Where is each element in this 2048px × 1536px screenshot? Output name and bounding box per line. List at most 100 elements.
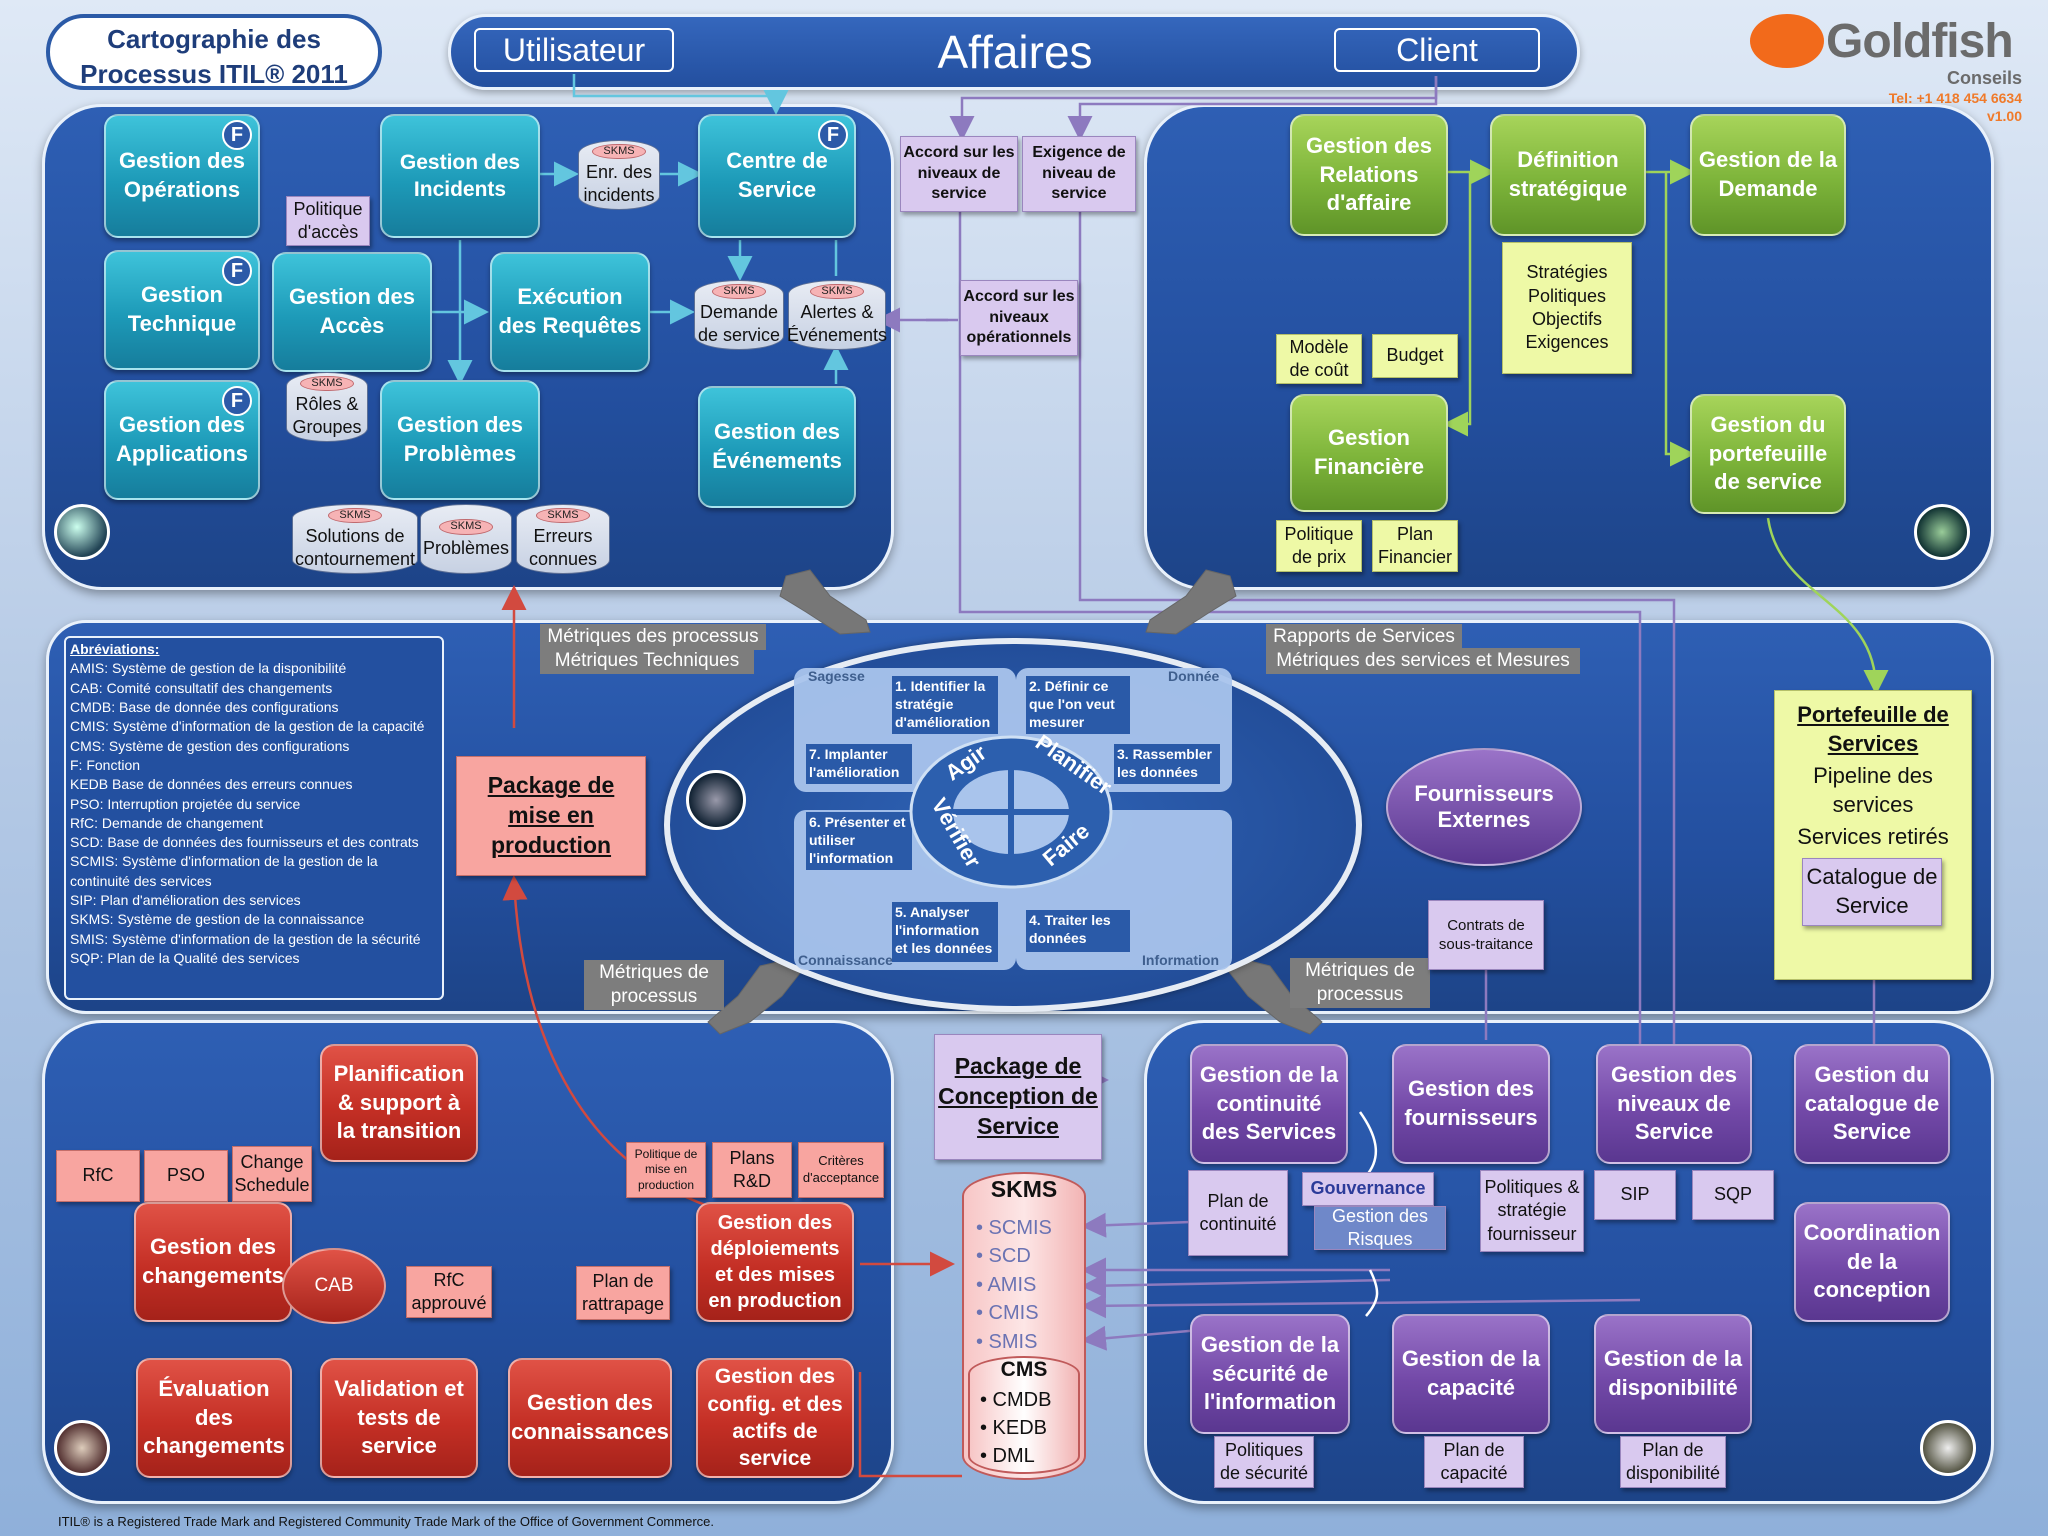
sla-note: Accord sur les niveaux de service [900,136,1018,212]
cms-items: • CMDB • KEDB • DML [980,1389,1052,1467]
transition-planning-box[interactable]: Planification & support à la transition [320,1044,478,1162]
backout-plan-note: Plan de rattrapage [576,1266,670,1320]
continuity-plan-note: Plan de continuité [1188,1170,1288,1256]
continuity-management-box[interactable]: Gestion de la continuité des Services [1190,1044,1348,1164]
demand-management-box[interactable]: Gestion de la Demande [1690,114,1846,236]
security-policies-note: Politiques de sécurité [1214,1436,1314,1488]
incident-management-box[interactable]: Gestion des Incidents [380,114,540,238]
csi-step-5: 5. Analyser l'information et les données [892,902,998,962]
cms-database [968,1356,1080,1474]
service-portfolio-management-box[interactable]: Gestion du portefeuille de service [1690,394,1846,514]
client-label: Client [1334,28,1540,72]
service-metrics-label: Métriques des services et Mesures [1266,648,1580,674]
capacity-plan-note: Plan de capacité [1424,1436,1524,1488]
rd-plans-note: Plans R&D [712,1142,792,1198]
knowledge-label: Connaissance [798,952,893,968]
release-package-note: Package de mise en production [456,756,646,876]
business-relationship-box[interactable]: Gestion des Relations d'affaire [1290,114,1448,236]
coral-image [54,1420,110,1476]
function-marker-icon: F [222,256,252,286]
function-marker-icon: F [818,120,848,150]
jellyfish-image [54,504,110,560]
data-label: Donnée [1168,668,1220,684]
cab-oval[interactable]: CAB [282,1248,386,1324]
csi-step-6: 6. Présenter et utiliser l'information [806,812,912,870]
security-management-box[interactable]: Gestion de la sécurité de l'information [1190,1314,1350,1434]
business-bar [448,14,1580,90]
logo-tel: Tel: +1 418 454 6634 [1888,90,2022,106]
process-metrics-left-label: Métriques de processus [584,960,724,1010]
change-evaluation-box[interactable]: Évaluation des changements [136,1358,292,1478]
budget-note: Budget [1372,334,1458,378]
nautilus-image [1920,1420,1976,1476]
abbreviations-box: Abréviations: AMIS: Système de gestion d… [64,636,444,1000]
csi-step-7: 7. Implanter l'amélioration [806,744,912,784]
service-validation-box[interactable]: Validation et tests de service [320,1358,478,1478]
leaf-image [1914,504,1970,560]
information-label: Information [1142,952,1219,968]
supplier-management-box[interactable]: Gestion des fournisseurs [1392,1044,1550,1164]
process-metrics-label: Métriques des processus [540,624,766,650]
request-fulfilment-box[interactable]: Exécution des Requêtes [490,252,650,372]
goldfish-logo: Goldfish Conseils Tel: +1 418 454 6634 v… [1748,10,2028,130]
service-design-package-note: Package de Conception de Service [934,1034,1102,1160]
business-label: Affaires [937,26,1093,78]
knowledge-management-box[interactable]: Gestion des connaissances [508,1358,672,1478]
csi-step-1: 1. Identifier la stratégie d'amélioratio… [892,676,998,734]
availability-management-box[interactable]: Gestion de la disponibilité [1594,1314,1752,1434]
pso-note: PSO [144,1150,228,1202]
logo-brand: Goldfish [1826,15,2014,68]
risk-management-note: Gestion des Risques [1314,1206,1446,1250]
acceptance-criteria-note: Critères d'acceptance [798,1142,884,1198]
service-reports-label: Rapports de Services [1266,624,1462,650]
service-level-management-box[interactable]: Gestion des niveaux de Service [1596,1044,1752,1164]
design-coordination-box[interactable]: Coordination de la conception [1794,1202,1950,1322]
cost-model-note: Modèle de coût [1276,334,1362,384]
slr-note: Exigence de niveau de service [1022,136,1136,212]
capacity-management-box[interactable]: Gestion de la capacité [1392,1314,1550,1434]
strategy-definition-box[interactable]: Définition stratégique [1490,114,1646,236]
access-policy-note: Politique d'accès [286,196,370,246]
logo-version: v1.00 [1986,108,2022,124]
event-management-box[interactable]: Gestion des Événements [698,386,856,508]
trademark-footer: ITIL® is a Registered Trade Mark and Reg… [58,1514,714,1529]
cms-title: CMS [1000,1358,1048,1381]
problem-management-box[interactable]: Gestion des Problèmes [380,380,540,500]
rfc-note: RfC [56,1150,140,1202]
user-label: Utilisateur [474,28,674,72]
starfish-image [686,770,746,830]
change-management-box[interactable]: Gestion des changements [134,1202,292,1322]
strategies-note: Stratégies Politiques Objectifs Exigence… [1502,242,1632,374]
function-marker-icon: F [222,386,252,416]
sqp-note: SQP [1692,1170,1774,1220]
subcontracts-note: Contrats de sous-traitance [1428,900,1544,970]
governance-note: Gouvernance [1302,1172,1434,1206]
external-suppliers-oval[interactable]: Fournisseurs Externes [1386,748,1582,866]
process-metrics-right-label: Métriques de processus [1290,958,1430,1008]
logo-mark-icon [1750,14,1824,68]
approved-rfc-note: RfC approuvé [406,1266,492,1318]
service-catalogue-management-box[interactable]: Gestion du catalogue de Service [1794,1044,1950,1164]
supplier-policy-note: Politiques & stratégie fournisseur [1480,1170,1584,1252]
service-portfolio-note: Portefeuille de Services Pipeline des se… [1774,690,1972,980]
wisdom-label: Sagesse [808,668,865,684]
application-management-box[interactable]: Gestion des Applications [104,380,260,500]
function-marker-icon: F [222,120,252,150]
technical-metrics-label: Métriques Techniques [540,648,754,674]
sip-note: SIP [1594,1170,1676,1220]
financial-management-box[interactable]: Gestion Financière [1290,394,1448,512]
csi-step-2: 2. Définir ce que l'on veut mesurer [1026,676,1130,734]
access-management-box[interactable]: Gestion des Accès [272,252,432,372]
csi-step-3: 3. Rassembler les données [1114,744,1220,784]
release-policy-note: Politique de mise en production [626,1142,706,1198]
change-schedule-note: Change Schedule [232,1146,312,1202]
availability-plan-note: Plan de disponibilité [1620,1436,1726,1488]
configuration-management-box[interactable]: Gestion des config. et des actifs de ser… [696,1358,854,1478]
release-deployment-box[interactable]: Gestion des déploiements et des mises en… [696,1202,854,1322]
logo-sub: Conseils [1946,68,2022,88]
